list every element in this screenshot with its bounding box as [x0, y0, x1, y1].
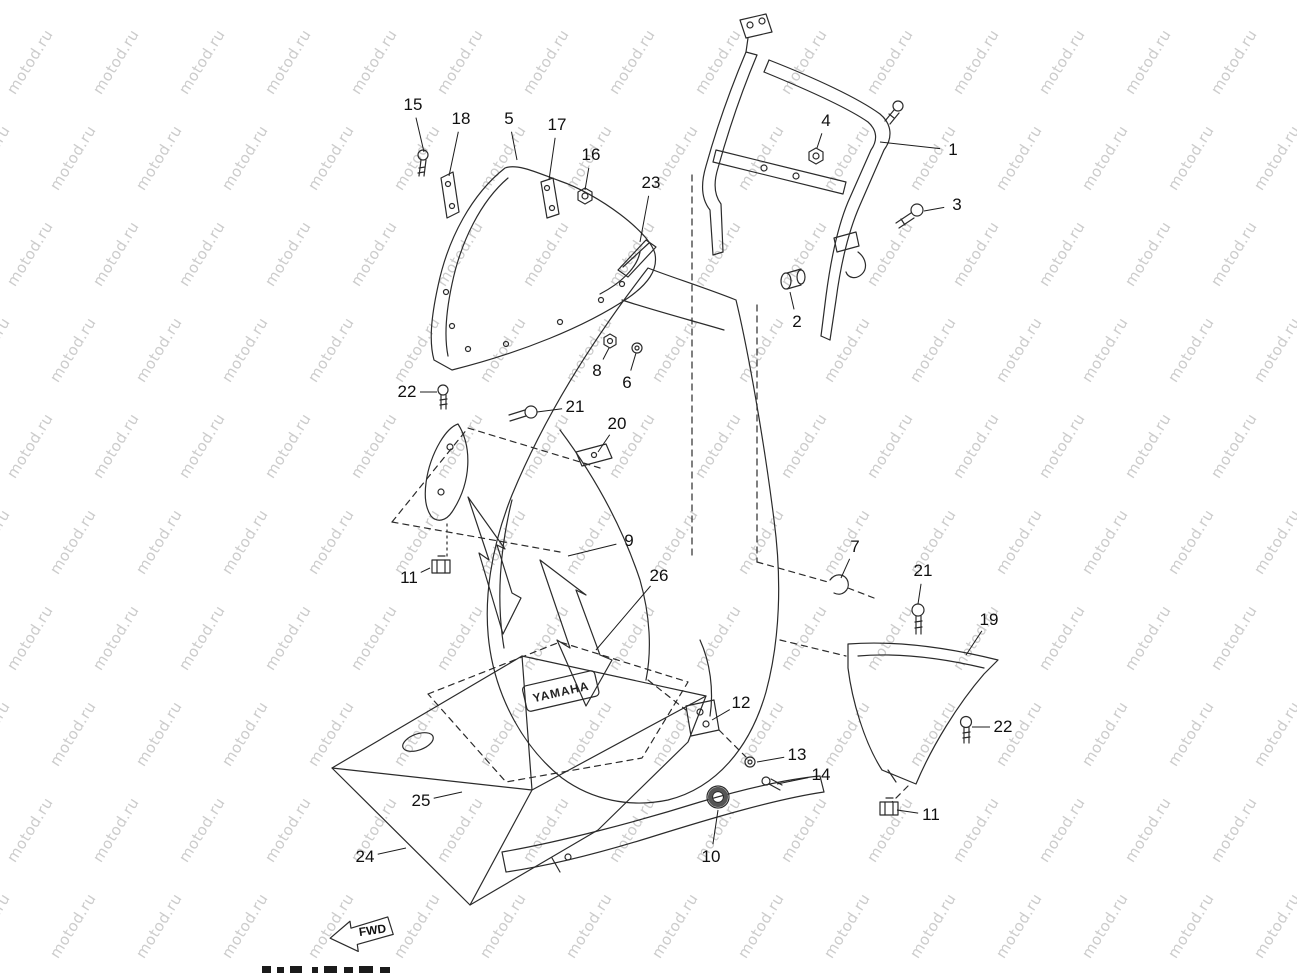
fwd-label: FWD [358, 921, 387, 939]
leader-line-4 [816, 133, 823, 149]
part-number-2: 2 [792, 312, 801, 331]
bolt-icon [910, 203, 924, 217]
part-number-5: 5 [504, 109, 513, 128]
leader-line-8 [602, 347, 610, 360]
brand-decal-group: YAMAHA [521, 670, 600, 712]
part-number-15: 15 [404, 95, 423, 114]
part-number-16: 16 [582, 145, 601, 164]
part-number-3: 3 [952, 195, 961, 214]
leader-line-11 [896, 809, 919, 814]
leader-line-7 [840, 558, 851, 579]
meter-bracket [647, 679, 783, 791]
leader-line-19 [965, 630, 983, 656]
part-number-9: 9 [624, 531, 633, 550]
bolt-icon [892, 100, 904, 112]
leader-line-17 [548, 137, 556, 181]
part-number-26: 26 [650, 566, 669, 585]
part-number-11: 11 [400, 568, 418, 587]
leader-line-1 [879, 141, 941, 150]
leader-line-25 [433, 791, 463, 799]
bolt-icon [524, 405, 538, 419]
part-number-14: 14 [812, 765, 831, 784]
part-number-24: 24 [356, 847, 375, 866]
screw-icon [761, 776, 771, 786]
screw-icon [417, 149, 429, 161]
part-number-21: 21 [914, 561, 933, 580]
washer-icon [744, 756, 756, 768]
part-number-18: 18 [452, 109, 471, 128]
leader-line-11 [420, 567, 431, 573]
graphic-trim [467, 496, 522, 635]
windshield [430, 166, 657, 371]
part-number-11: 11 [922, 805, 940, 824]
part-number-22: 22 [994, 717, 1013, 736]
leader-line-12 [711, 709, 731, 721]
leader-line-10 [712, 809, 719, 845]
hook-icon [829, 574, 849, 595]
leader-line-21 [917, 583, 922, 605]
leader-line-3 [923, 206, 945, 212]
part-number-4: 4 [821, 111, 830, 130]
inner-bracket [391, 384, 613, 574]
windshield-stay [701, 13, 924, 341]
leader-line-24 [377, 847, 407, 855]
alignment-lines [691, 174, 875, 599]
part-number-12: 12 [732, 693, 751, 712]
clip-icon [879, 801, 899, 816]
part-number-6: 6 [622, 373, 631, 392]
fwd-arrow: FWD [329, 916, 394, 953]
part-number-23: 23 [642, 173, 661, 192]
leader-line-13 [756, 756, 785, 763]
graphic-trim [539, 559, 613, 707]
screw-icon [437, 384, 449, 396]
part-number-19: 19 [980, 610, 999, 629]
part-number-8: 8 [592, 361, 601, 380]
leader-line-21 [536, 408, 563, 413]
leader-line-20 [597, 434, 611, 453]
nut-icon [603, 333, 617, 349]
leader-line-16 [584, 167, 590, 191]
part-number-17: 17 [548, 115, 567, 134]
clip-icon [431, 559, 451, 574]
part-number-1: 1 [948, 140, 957, 159]
part-number-13: 13 [788, 745, 807, 764]
cropped-print-marks [262, 966, 390, 973]
screw-icon [959, 715, 973, 729]
leader-line-14 [776, 777, 809, 785]
leader-line-18 [448, 131, 459, 177]
nut-icon [577, 187, 593, 205]
part-number-25: 25 [412, 791, 431, 810]
side-cover [779, 574, 999, 816]
part-number-10: 10 [702, 847, 721, 866]
leader-line-6 [630, 352, 637, 371]
leader-line-9 [567, 543, 617, 557]
part-number-22: 22 [398, 382, 417, 401]
leader-line-26 [595, 585, 651, 651]
part-number-20: 20 [608, 414, 627, 433]
leader-line-5 [510, 131, 518, 161]
bolt-icon [911, 603, 925, 617]
part-number-7: 7 [850, 537, 859, 556]
grommet-icon [706, 785, 730, 809]
leader-line-23 [639, 195, 650, 243]
leader-line-15 [415, 117, 425, 153]
lower-cowl [331, 641, 825, 906]
washer-icon [631, 342, 643, 354]
part-number-21: 21 [566, 397, 585, 416]
leader-line-2 [789, 291, 795, 310]
nut-icon [808, 147, 824, 165]
windshield-fittings [417, 149, 657, 354]
damper-icon [780, 272, 792, 290]
